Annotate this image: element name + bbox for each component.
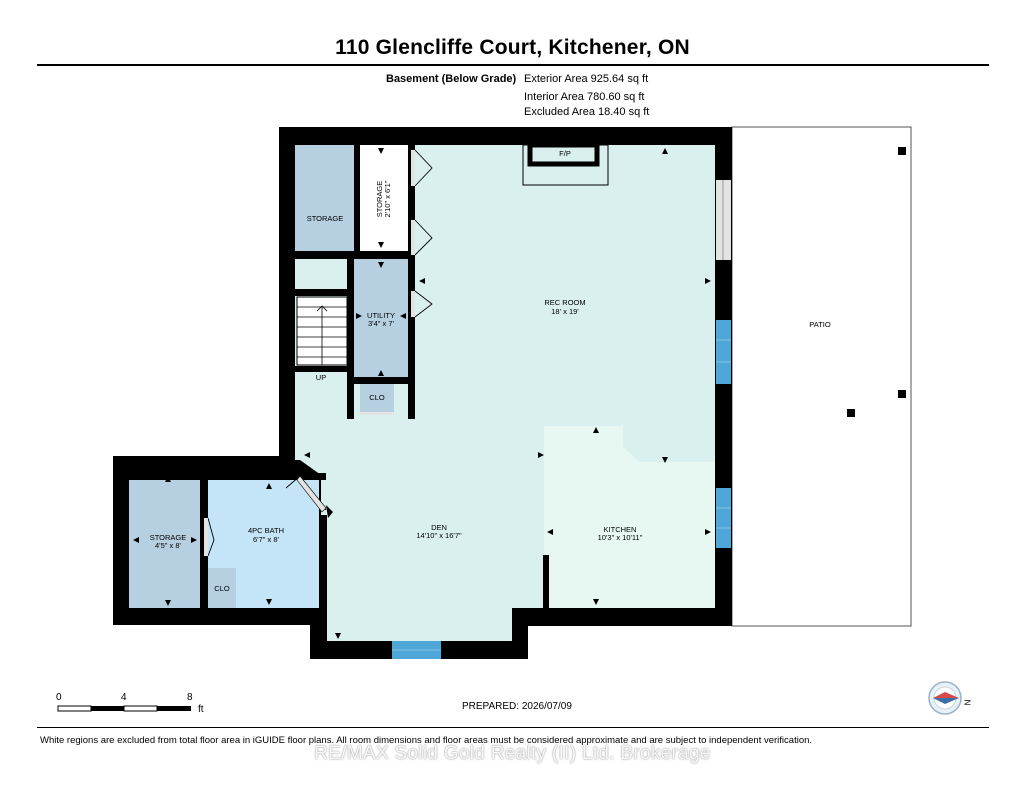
interior-wall — [319, 515, 327, 615]
closet-upper — [360, 384, 394, 412]
compass-label: N — [962, 699, 972, 706]
prepared-date: PREPARED: 2026/07/09 — [462, 701, 572, 712]
exterior-area: Exterior Area 925.64 sq ft — [524, 73, 649, 85]
interior-wall — [295, 366, 348, 372]
fireplace — [527, 142, 600, 167]
interior-area: Interior Area 780.60 sq ft — [524, 91, 645, 103]
room-name-utility: UTILITY — [367, 311, 395, 320]
patio-area — [731, 126, 912, 627]
room-dims-storage-left: 4'5" x 8' — [155, 541, 182, 550]
room-dims-den: 14'10" x 16'7" — [416, 531, 462, 540]
room-name-patio: PATIO — [809, 320, 831, 329]
interior-wall — [354, 145, 360, 257]
dimension-markers — [133, 148, 711, 639]
room-name-rec-room: REC ROOM — [544, 298, 585, 307]
room-name-closet-upper: CLO — [369, 393, 385, 402]
bifold-door-icon — [414, 219, 433, 256]
bifold-door-icon — [414, 290, 433, 318]
scale-unit: ft — [198, 704, 204, 715]
patio-post — [847, 409, 855, 417]
window — [716, 488, 731, 548]
storage-room-left — [129, 480, 200, 608]
storage-closet — [360, 145, 408, 251]
stairs-label: UP — [316, 373, 326, 382]
patio-post — [898, 390, 906, 398]
room-name-bath: 4PC BATH — [248, 526, 284, 535]
interior-wall — [129, 473, 326, 480]
excluded-area: Excluded Area 18.40 sq ft — [524, 106, 650, 118]
interior-wall — [347, 384, 354, 419]
room-name-closet-lower: CLO — [214, 584, 230, 593]
room-dims-utility: 3'4" x 7' — [368, 319, 395, 328]
room-name-storage-top: STORAGE — [307, 214, 344, 223]
north-arrow-icon — [928, 681, 962, 715]
storage-room-top — [295, 145, 354, 251]
window — [716, 320, 731, 384]
level-name: Basement (Below Grade) — [386, 73, 517, 85]
room-name-fireplace: F/P — [559, 149, 571, 158]
interior-wall — [408, 145, 415, 257]
closet-lower — [208, 568, 236, 608]
scale-tick-label: 4 — [121, 692, 127, 703]
room-dims-rec-room: 18' x 19' — [551, 307, 579, 316]
kitchen-floor — [544, 426, 715, 608]
room-dims-storage-closet: 2'10" x 6'1" — [383, 180, 392, 217]
room-name-storage-closet: STORAGE — [375, 181, 384, 218]
interior-wall — [408, 259, 415, 419]
room-name-den: DEN — [431, 523, 447, 532]
bifold-door-icon — [414, 149, 433, 187]
interior-wall — [295, 251, 415, 259]
interior-wall — [347, 259, 354, 379]
title-divider — [37, 64, 989, 66]
interior-wall — [347, 377, 415, 384]
scale-tick-label: 8 — [187, 692, 193, 703]
room-name-kitchen: KITCHEN — [604, 525, 637, 534]
utility-room — [354, 259, 408, 377]
bifold-door-icon — [207, 517, 215, 557]
scale-bar — [57, 705, 191, 712]
room-dims-kitchen: 10'3" x 10'11" — [598, 533, 643, 542]
scale-tick-label: 0 — [56, 692, 62, 703]
room-dims-bath: 6'7" x 8' — [253, 535, 280, 544]
interior-wall — [295, 289, 352, 296]
patio-post — [898, 147, 906, 155]
brokerage-watermark: RE/MAX Solid Gold Realty (II) Ltd. Broke… — [314, 743, 711, 764]
disclaimer: White regions are excluded from total fl… — [40, 735, 813, 746]
footer-divider — [37, 727, 989, 728]
room-name-storage-left: STORAGE — [150, 533, 187, 542]
kitchen-partition — [543, 555, 549, 608]
page-title: 110 Glencliffe Court, Kitchener, ON — [335, 36, 690, 59]
stair-direction-icon — [316, 305, 328, 312]
